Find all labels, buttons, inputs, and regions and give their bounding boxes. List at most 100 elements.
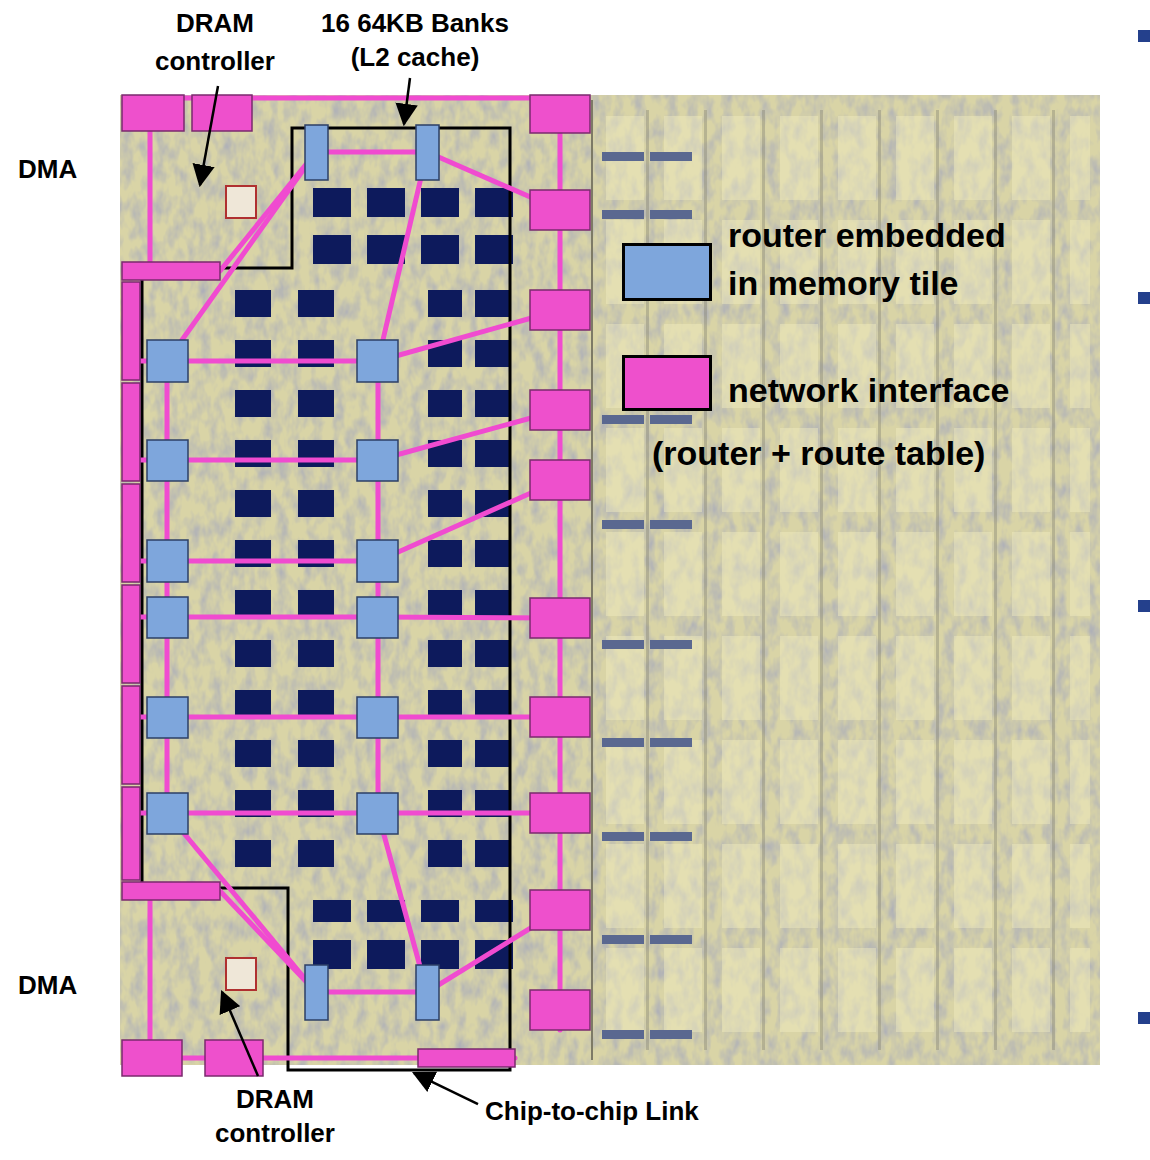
network-interfaces	[530, 598, 590, 638]
network-links	[167, 359, 378, 364]
embedded-routers	[357, 340, 398, 382]
embedded-routers	[305, 125, 328, 180]
legend-text: router embedded in memory tile	[728, 211, 1028, 307]
die-blocks	[650, 210, 692, 219]
die-ground	[120, 95, 1100, 1065]
memory-arrays	[235, 290, 335, 880]
slide-bullets	[1138, 30, 1150, 1024]
embedded-routers	[416, 965, 439, 1020]
die-ground	[120, 95, 1100, 1065]
embedded-routers	[147, 697, 188, 738]
memory-arrays	[235, 188, 513, 976]
embedded-routers	[147, 540, 188, 582]
die-blocks	[602, 832, 644, 841]
network-interfaces	[530, 697, 590, 737]
network-interfaces	[530, 290, 590, 330]
embedded-routers	[357, 697, 398, 738]
slide-bullets	[1138, 600, 1150, 612]
embedded-routers	[357, 793, 398, 834]
network-links	[167, 458, 378, 463]
network-links	[131, 98, 560, 1058]
embedded-routers	[147, 440, 188, 481]
die-blocks	[226, 958, 256, 990]
memory-arrays	[313, 188, 513, 264]
die-blocks	[650, 832, 692, 841]
die-blocks	[602, 152, 644, 161]
network-links	[376, 361, 381, 813]
die-blocks	[226, 186, 256, 218]
network-interfaces	[530, 95, 590, 133]
embedded-routers	[147, 125, 439, 1020]
legend-text: network interface (router + route table)	[652, 359, 1112, 485]
network-links	[148, 900, 153, 1058]
block-label: DMA	[18, 968, 118, 1002]
die-blocks	[602, 520, 644, 529]
network-interfaces	[530, 190, 590, 230]
embedded-routers	[357, 440, 398, 481]
die-blocks	[650, 640, 692, 649]
leader-arrows	[404, 78, 410, 124]
die-blocks	[650, 152, 692, 161]
network-interfaces	[122, 484, 140, 582]
network-interfaces	[530, 890, 590, 930]
legend-swatch	[622, 355, 712, 411]
network-interfaces	[205, 1040, 263, 1076]
die-ground	[120, 95, 1100, 1065]
network-interfaces	[122, 95, 184, 131]
network-interfaces	[122, 787, 140, 880]
block-label: DMA	[18, 152, 118, 186]
die-blocks	[602, 640, 644, 649]
embedded-routers	[147, 793, 188, 834]
embedded-routers	[147, 597, 188, 638]
die-blocks	[602, 738, 644, 747]
slide-bullets	[1138, 30, 1150, 42]
network-links	[167, 813, 316, 992]
die-ground	[591, 100, 593, 1060]
block-label: Chip-to-chip Link	[485, 1094, 745, 1128]
network-interfaces	[530, 390, 590, 430]
network-links	[316, 150, 427, 155]
network-links	[378, 152, 427, 361]
network-links	[167, 811, 378, 816]
network-links	[167, 152, 316, 361]
die-blocks	[602, 210, 644, 219]
network-interfaces	[418, 1049, 515, 1067]
die-blocks	[602, 935, 644, 944]
network-interfaces	[192, 95, 252, 131]
embedded-routers	[147, 340, 188, 382]
slide-bullets	[1138, 1012, 1150, 1024]
die-blocks	[602, 1030, 644, 1039]
network-links	[165, 361, 170, 813]
die-blocks	[650, 415, 692, 424]
network-interfaces	[530, 793, 590, 833]
die-ground	[600, 110, 1090, 1050]
network-links	[167, 559, 378, 564]
legend-swatch	[622, 243, 712, 301]
network-interfaces	[122, 95, 590, 1076]
block-label: DRAM controller	[200, 1082, 350, 1150]
network-links	[167, 715, 378, 720]
block-label: 16 64KB Banks (L2 cache)	[310, 6, 520, 74]
network-links	[167, 615, 378, 620]
leader-arrows	[414, 1073, 478, 1104]
embedded-routers	[357, 540, 398, 582]
network-interfaces	[122, 383, 140, 481]
leader-arrows	[200, 78, 478, 1104]
network-links	[220, 152, 316, 271]
network-interfaces	[530, 990, 590, 1030]
leader-arrows	[200, 86, 218, 185]
die-blocks	[602, 415, 644, 424]
die-blocks	[650, 520, 692, 529]
network-interfaces	[122, 882, 220, 900]
network-links	[220, 891, 316, 992]
network-interfaces	[122, 282, 140, 380]
network-interfaces	[122, 1040, 182, 1076]
embedded-routers	[357, 597, 398, 638]
block-label: DRAM controller	[140, 4, 290, 80]
leader-arrows	[222, 992, 258, 1076]
embedded-routers	[416, 125, 439, 180]
memory-arrays	[428, 290, 512, 880]
network-interfaces	[530, 460, 590, 500]
